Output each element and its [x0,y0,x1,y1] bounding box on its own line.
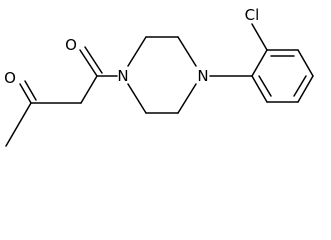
atom-n-amide: N [117,67,128,85]
bond-ar-inner-2 [293,75,307,97]
bond-c3-n2 [177,36,197,67]
bond-ar6-ar1 [251,75,268,103]
bond-ar2-cl [251,23,268,51]
bond-co-o2-a [19,83,32,104]
bond-c6-n1 [127,83,147,114]
bond-amide-c-o1-a [79,49,98,77]
atom-o-amide: O [65,36,77,54]
bond-amide-c-o1-b [84,46,103,74]
bond-ar-inner-3 [258,75,272,97]
atom-chlorine: Cl [245,6,260,24]
bond-ch2-amide-c [80,75,98,104]
bond-ch3-co [5,102,32,147]
bond-n2-c5 [177,83,197,114]
bond-ar1-ar2 [251,49,268,77]
bond-co-o2-b [24,80,37,101]
bond-ar4-ar5 [297,75,314,103]
chemical-structure-diagram: O O N N Cl [4,6,314,147]
bond-n1-c2 [127,36,147,67]
atom-o-ketone: O [4,69,16,87]
atom-n-aryl: N [197,67,208,85]
bond-ar3-ar4 [297,49,314,77]
